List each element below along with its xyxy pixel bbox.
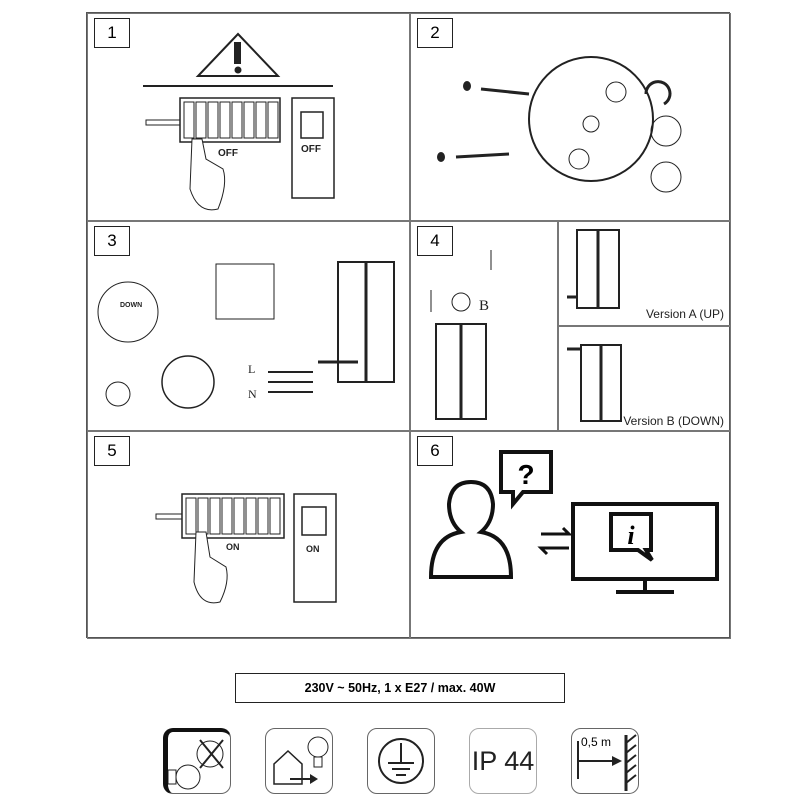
step-number: 4 (417, 226, 453, 256)
step-number: 5 (94, 436, 130, 466)
step-6-panel: ? i 6 (410, 431, 731, 639)
version-a-panel: Version A (UP) (558, 221, 731, 326)
lamp-bulb-illustration (430, 250, 492, 420)
mount-base-illustration (437, 56, 682, 193)
version-b-label: Version B (DOWN) (623, 414, 724, 428)
protective-earth-icon (367, 728, 435, 794)
instruction-grid: OFF OFF 1 2 DOWN L N 3 (86, 12, 731, 639)
neutral-label: N (248, 387, 257, 401)
step-number: 6 (417, 436, 453, 466)
ip-rating-icon: IP 44 (469, 728, 537, 794)
version-a-label: Version A (UP) (645, 307, 724, 321)
min-distance-icon: 0,5 m (571, 728, 639, 794)
step-3-panel: DOWN L N 3 (87, 221, 410, 431)
live-label: L (248, 362, 256, 376)
switch-off-label: OFF (301, 144, 321, 155)
step-number: 1 (94, 18, 130, 48)
b-label: B (479, 298, 490, 314)
no-ceiling-mount-icon (163, 728, 231, 794)
switch-on-label: ON (306, 544, 320, 554)
panel-on-label: ON (226, 542, 240, 552)
step-2-panel: 2 (410, 13, 731, 221)
step-1-panel: OFF OFF 1 (87, 13, 410, 221)
breaker-on-illustration (155, 493, 337, 604)
lamp-up-illustration (567, 229, 620, 309)
version-b-panel: Version B (DOWN) (558, 326, 731, 431)
svg-text:?: ? (517, 459, 534, 490)
breaker-off-illustration (143, 32, 335, 211)
step-number: 2 (417, 18, 453, 48)
wiring-illustration (97, 261, 395, 409)
step-4-panel: B 4 (410, 221, 558, 431)
down-label: DOWN (120, 302, 143, 309)
electrical-spec: 230V ~ 50Hz, 1 x E27 / max. 40W (235, 673, 565, 703)
panel-off-label: OFF (218, 148, 238, 159)
indoor-outdoor-bulb-icon (265, 728, 333, 794)
step-5-panel: ON ON 5 (87, 431, 410, 639)
contact-support-illustration: ? i (428, 450, 719, 594)
step-number: 3 (94, 226, 130, 256)
distance-label: 0,5 m (581, 735, 612, 749)
svg-text:i: i (627, 521, 635, 550)
lamp-down-illustration (567, 344, 622, 422)
